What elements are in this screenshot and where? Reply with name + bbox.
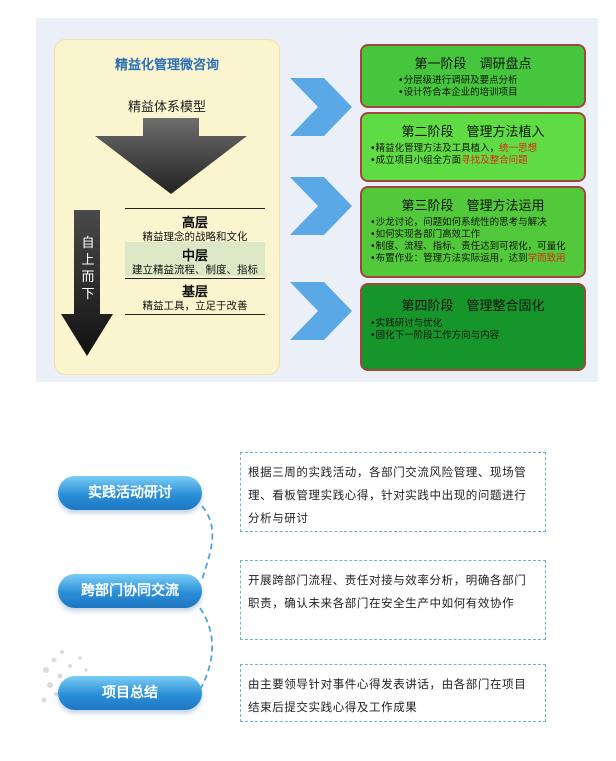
- layer-divider: [125, 278, 265, 279]
- direction-char: 自: [81, 236, 95, 251]
- activity-text-summary: 由主要领导针对事件心得发表讲话，由各部门在项目结束后提交实践心得及工作成果: [240, 664, 546, 722]
- stage-3-box: 第三阶段 管理方法运用 •沙龙讨论，问题如何系统性的思考与解决 •如何实现各部门…: [360, 186, 586, 278]
- funnel-arrow-icon: [95, 118, 247, 194]
- stage-item: •固化下一阶段工作方向与内容: [370, 330, 500, 341]
- direction-char: 而: [81, 270, 95, 285]
- stage-item: •布置作业：管理方法实际运用，达到学而致用: [370, 253, 584, 265]
- layer-mid-name: 中层: [181, 249, 208, 264]
- stage-item-text: •成立项目小组全方面: [370, 155, 462, 166]
- stage-title: 第四阶段 管理整合固化: [401, 299, 545, 314]
- stage-item: •精益化管理方法及工具植入，统一思想: [370, 143, 584, 155]
- layer-divider: [125, 314, 265, 315]
- stage-item-text: •精益化管理方法及工具植入，: [370, 143, 500, 154]
- stage-item: •沙龙讨论，问题如何系统性的思考与解决: [370, 217, 547, 228]
- chevron-right-icon: [290, 78, 352, 136]
- highlight-text: 寻找及整合问题: [461, 155, 528, 166]
- layer-base-desc: 精益工具，立足于改善: [142, 300, 248, 312]
- stage-item: •实践研讨与优化: [370, 318, 443, 329]
- activity-pill-summary: 项目总结: [58, 676, 202, 710]
- stage-title: 第二阶段 管理方法植入: [401, 125, 545, 140]
- model-subtitle: 精益体系模型: [127, 100, 206, 115]
- model-title: 精益化管理微咨询: [114, 58, 219, 73]
- stage-title: 第一阶段 调研盘点: [414, 57, 532, 72]
- layer-mid-desc: 建立精益流程、制度、指标: [132, 264, 258, 276]
- layer-high-desc: 精益理念的战略和文化: [142, 231, 248, 243]
- stage-4-box: 第四阶段 管理整合固化 •实践研讨与优化 •固化下一阶段工作方向与内容: [360, 283, 586, 371]
- system-model-card: 精益化管理微咨询 精益体系模型 自 上 而 下 高层 精益理念的战略和文化 中层…: [54, 39, 280, 375]
- top-down-arrow-icon: [61, 210, 113, 356]
- stage-item: •制度、流程、指标、责任达到可视化，可量化: [370, 241, 566, 252]
- stage-item: •分层级进行调研及要点分析: [398, 75, 518, 86]
- layer-mid-band: [125, 242, 265, 276]
- layer-base-name: 基层: [181, 285, 208, 300]
- stage-2-box: 第二阶段 管理方法植入 •精益化管理方法及工具植入，统一思想 •成立项目小组全方…: [360, 112, 586, 182]
- layer-high-name: 高层: [181, 216, 208, 231]
- activity-text-practice: 根据三周的实践活动，各部门交流风险管理、现场管理、看板管理实践心得，针对实践中出…: [240, 452, 546, 532]
- stage-1-box: 第一阶段 调研盘点 •分层级进行调研及要点分析 •设计符合本企业的培训项目: [360, 44, 586, 108]
- stage-item-text: •布置作业：管理方法实际运用，达到: [370, 253, 528, 264]
- stage-item: •如何实现各部门高效工作: [370, 229, 481, 240]
- chevron-right-icon: [290, 282, 352, 340]
- stage-item: •设计符合本企业的培训项目: [398, 87, 518, 98]
- activity-pill-practice: 实践活动研讨: [58, 476, 202, 510]
- highlight-text: 统一思想: [499, 143, 538, 154]
- layer-divider: [125, 208, 265, 209]
- direction-char: 上: [81, 253, 95, 268]
- chevron-right-icon: [290, 177, 352, 235]
- stage-item: •成立项目小组全方面寻找及整合问题: [370, 155, 584, 167]
- direction-char: 下: [81, 287, 95, 302]
- highlight-text: 学而致用: [527, 253, 566, 264]
- direction-label: 自 上 而 下: [77, 235, 99, 303]
- stage-title: 第三阶段 管理方法运用: [401, 199, 545, 214]
- activity-pill-collaboration: 跨部门协同交流: [58, 574, 202, 608]
- activity-text-collaboration: 开展跨部门流程、责任对接与效率分析，明确各部门职责，确认未来各部门在安全生产中如…: [240, 560, 546, 640]
